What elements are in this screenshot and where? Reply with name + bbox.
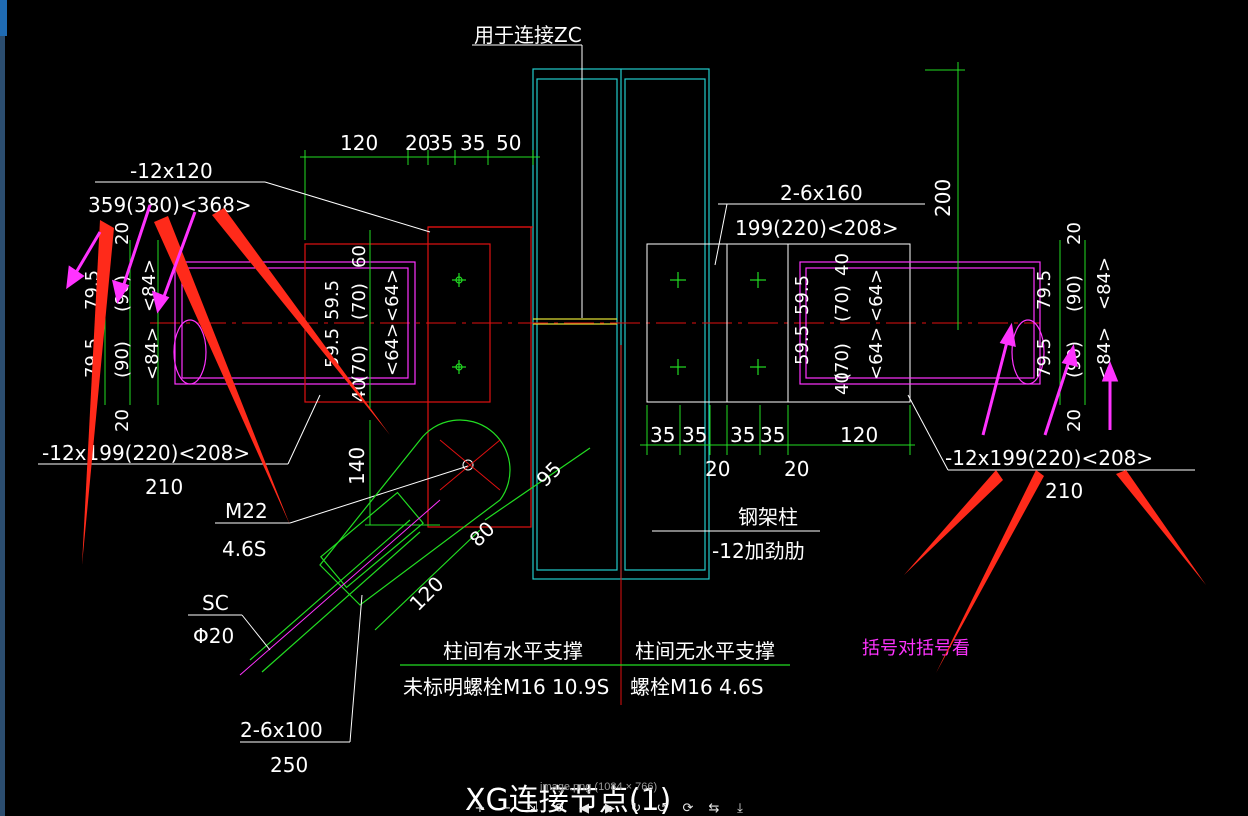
- diagonal-brace: [249, 419, 591, 673]
- title-label: 用于连接ZC: [474, 23, 582, 47]
- left-vdim-inner-1: <84>: [142, 327, 163, 380]
- flip-button[interactable]: ⇆: [708, 801, 720, 816]
- left-plate-vdim-in-0: <64>: [382, 269, 403, 322]
- left-bottom-value: 210: [145, 475, 183, 499]
- left-vdim-outer-3: 20: [112, 409, 133, 432]
- left-dim-top-1: 20: [405, 131, 430, 155]
- download-button[interactable]: ⤓: [737, 801, 743, 816]
- rotate-right-button[interactable]: ↻: [630, 801, 642, 816]
- right-dim-bottom-0: 35: [650, 423, 675, 447]
- sc-value: Φ20: [193, 624, 234, 648]
- right-beam: [799, 261, 1045, 385]
- right-vdim-outer-1: 79.5: [1034, 270, 1055, 310]
- drawing-title: XG连接节点(1): [465, 783, 671, 816]
- right-plate-vdim-in-0: <64>: [866, 269, 887, 322]
- left-dim-140: 140: [345, 447, 369, 485]
- red-arrow-1: [82, 220, 114, 565]
- left-bottom-label: -12x199(220)<208>: [42, 441, 250, 465]
- right-plate-vdim-1: 59.5: [792, 325, 813, 365]
- right-plate: [646, 243, 911, 403]
- right-plate-vdim-3: 40: [832, 372, 853, 395]
- steel-column-label: 钢架柱: [738, 505, 798, 529]
- zoom-in-button[interactable]: +: [474, 801, 486, 816]
- left-plate-vdim-3: 40: [349, 379, 370, 402]
- legend-with-brace: 柱间有水平支撑: [443, 639, 583, 663]
- bolt-grade: 4.6S: [222, 537, 267, 561]
- red-arrow-5: [936, 470, 1044, 673]
- right-plate-vdim-0: 59.5: [792, 275, 813, 315]
- diag-plate-value: 250: [270, 753, 308, 777]
- rotate-left-button[interactable]: ⟲: [552, 801, 564, 816]
- right-dim-200: 200: [931, 179, 955, 217]
- right-dims-top: 199(220)<208>: [735, 216, 899, 240]
- right-dim-bottom-4: 120: [840, 423, 878, 447]
- left-dim-top-2: 35: [428, 131, 453, 155]
- left-dim-top-0: 120: [340, 131, 378, 155]
- right-vdim-outer-2: 79.5: [1034, 338, 1055, 378]
- diag-plate-label: 2-6x100: [240, 718, 323, 742]
- prev-button[interactable]: ◀: [579, 801, 589, 816]
- right-bottom-value: 210: [1045, 479, 1083, 503]
- right-plate-vdim-2: 40: [832, 253, 853, 276]
- left-plate-label: -12x120: [130, 159, 213, 183]
- left-plate-vdim-2: 59.5: [322, 328, 343, 368]
- image-caption: image.png (1084 × 766): [540, 781, 658, 793]
- viewer-toolbar: + − ⇲ ⟲ ◀ ▶ ↻ ↺ ⟳ ⇆ ⤓: [470, 801, 750, 816]
- left-vdim-outer-0: 20: [112, 222, 133, 245]
- right-vdim-mid-0: (90): [1064, 275, 1085, 312]
- red-arrow-6: [1116, 470, 1206, 585]
- redo-button[interactable]: ⟳: [682, 801, 694, 816]
- red-arrow-4: [904, 470, 1003, 575]
- left-plate-vdim-mid-0: (70): [349, 283, 370, 320]
- red-arrow-3: [212, 208, 390, 435]
- left-vdim-mid-1: (90): [112, 341, 133, 378]
- stiffener-label: -12加劲肋: [712, 539, 805, 563]
- right-plate-vdim-in-1: <64>: [866, 327, 887, 380]
- red-arrows: [82, 208, 1206, 673]
- sc-label: SC: [202, 591, 229, 615]
- bolt-label: M22: [225, 499, 268, 523]
- annotation-note: 括号对括号看: [862, 638, 970, 659]
- magenta-arrows: [66, 204, 1119, 436]
- legend-no-brace: 柱间无水平支撑: [635, 639, 775, 663]
- right-plate-vdim-mid-1: (70): [832, 343, 853, 380]
- right-vdim-outer-3: 20: [1064, 409, 1085, 432]
- fit-button[interactable]: ⇲: [526, 801, 538, 816]
- legend-no-brace-bolt: 螺栓M16 4.6S: [630, 675, 764, 699]
- legend-with-brace-bolt: 未标明螺栓M16 10.9S: [403, 675, 609, 699]
- right-vdim-inner-0: <84>: [1094, 257, 1115, 310]
- diag-dim-80: 80: [465, 517, 500, 552]
- left-plate-vdim-in-1: <64>: [382, 323, 403, 376]
- left-plate-vdim-1: 59.5: [322, 280, 343, 320]
- viewer-corner-tab: [0, 0, 7, 36]
- right-bottom-label: -12x199(220)<208>: [945, 446, 1153, 470]
- right-dim-bottom2-1: 20: [784, 457, 809, 481]
- left-plate-vdim-0: 60: [349, 245, 370, 268]
- undo-button[interactable]: ↺: [656, 801, 668, 816]
- right-vdim-outer-0: 20: [1064, 222, 1085, 245]
- right-dim-bottom-2: 35: [730, 423, 755, 447]
- left-dim-top-4: 50: [496, 131, 521, 155]
- diag-dim-120: 120: [405, 572, 449, 616]
- left-dim-top-3: 35: [460, 131, 485, 155]
- right-dim-bottom-3: 35: [760, 423, 785, 447]
- right-label-top: 2-6x160: [780, 181, 863, 205]
- viewer-left-edge: [0, 0, 5, 816]
- red-arrow-2: [154, 216, 290, 525]
- left-beam: [173, 261, 416, 385]
- next-button[interactable]: ▶: [605, 801, 615, 816]
- right-plate-vdim-mid-0: (70): [832, 285, 853, 322]
- zoom-out-button[interactable]: −: [500, 801, 512, 816]
- left-plate-vdim-mid-1: (70): [349, 345, 370, 382]
- right-dim-bottom2-0: 20: [705, 457, 730, 481]
- right-dim-bottom-1: 35: [682, 423, 707, 447]
